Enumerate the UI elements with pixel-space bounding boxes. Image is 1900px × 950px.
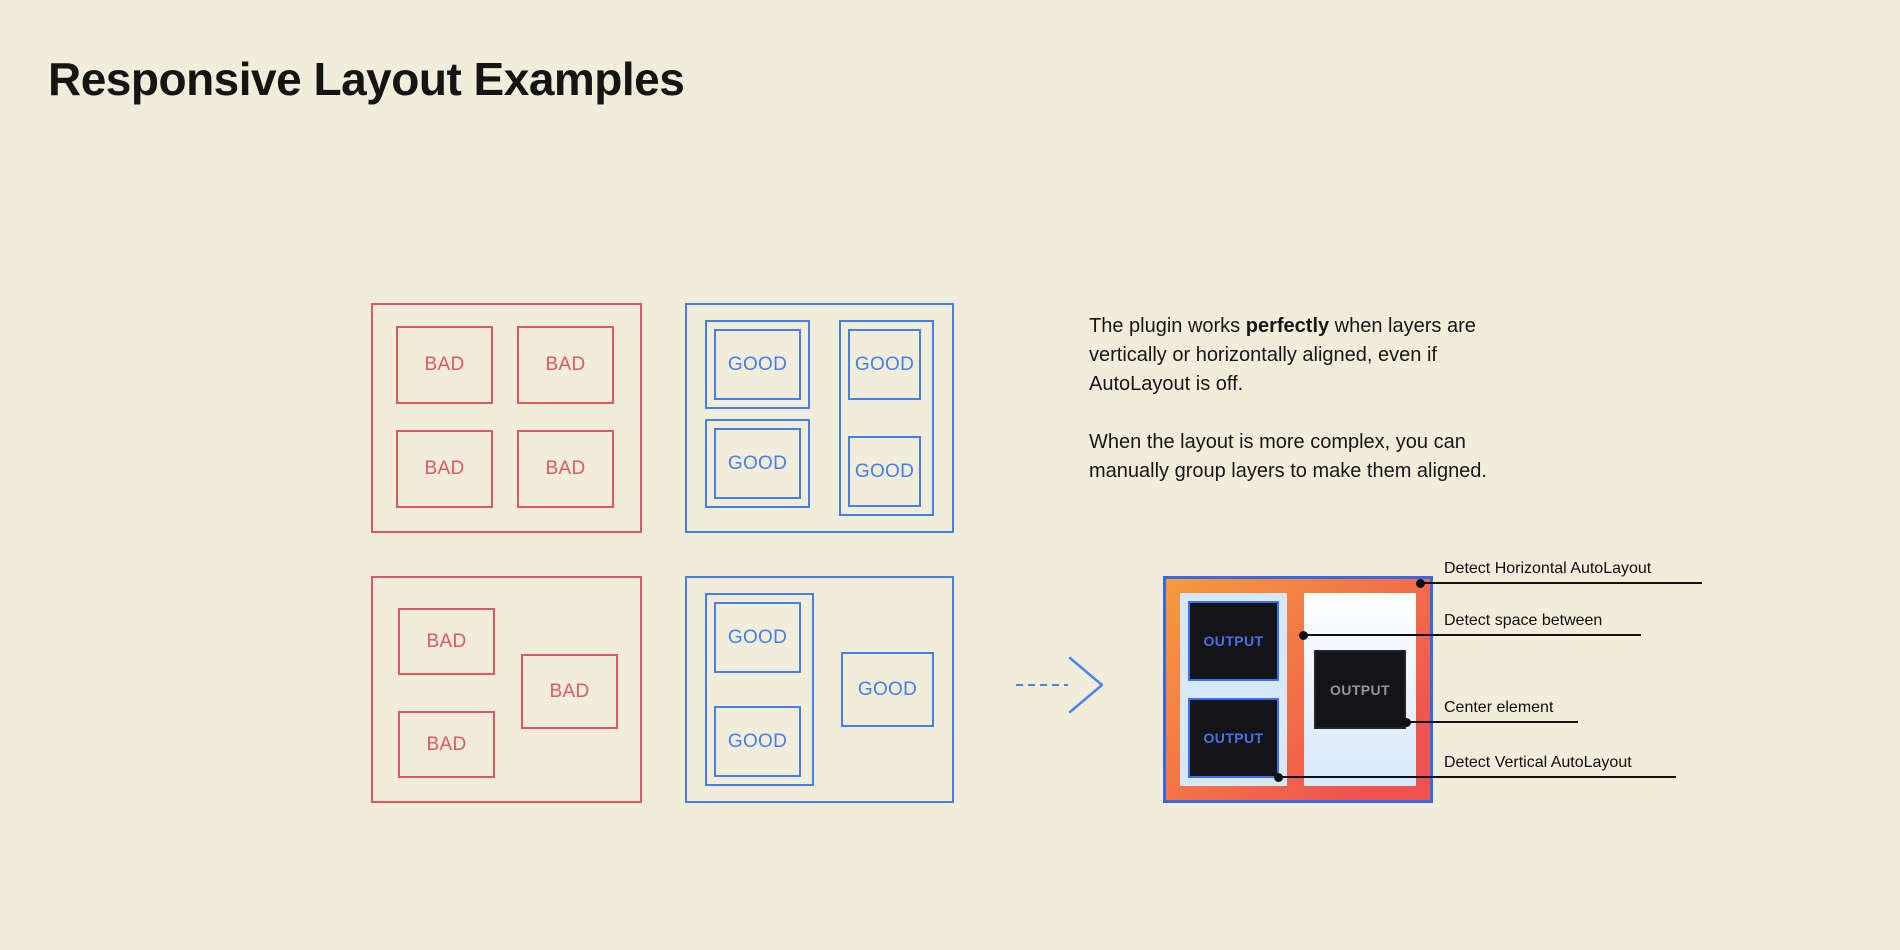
output-box: OUTPUT <box>1188 601 1279 681</box>
good-group: GOOD <box>705 320 810 409</box>
good-box: GOOD <box>714 329 801 400</box>
paragraph-1-bold: perfectly <box>1245 315 1330 337</box>
annotation-dot <box>1274 773 1283 782</box>
output-preview-frame: OUTPUT OUTPUT OUTPUT <box>1163 576 1433 803</box>
page-title: Responsive Layout Examples <box>48 53 685 105</box>
output-left-panel: OUTPUT OUTPUT <box>1180 593 1287 786</box>
bad-box: BAD <box>517 430 614 508</box>
paragraph-2: When the layout is more complex, you can… <box>1089 431 1487 482</box>
annotation-label-horizontal-autolayout: Detect Horizontal AutoLayout <box>1444 560 1652 577</box>
good-box: GOOD <box>848 329 921 400</box>
good-group-tall: GOOD GOOD <box>705 593 814 786</box>
good-aligned-frame: GOOD GOOD GOOD GOOD <box>685 303 954 533</box>
output-box: OUTPUT <box>1188 698 1279 778</box>
good-group-tall: GOOD GOOD <box>839 320 934 516</box>
bad-box: BAD <box>517 326 614 404</box>
good-box: GOOD <box>848 436 921 507</box>
good-box: GOOD <box>714 428 801 499</box>
bad-box: BAD <box>521 654 618 729</box>
bad-box: BAD <box>396 326 493 404</box>
annotation-line-vertical-autolayout <box>1274 773 1676 782</box>
good-box: GOOD <box>714 602 801 673</box>
annotation-label-vertical-autolayout: Detect Vertical AutoLayout <box>1444 754 1632 771</box>
bad-box: BAD <box>396 430 493 508</box>
output-right-panel: OUTPUT <box>1304 593 1416 786</box>
annotation-line-horizontal-autolayout <box>1416 579 1702 588</box>
description: The plugin works perfectly when layers a… <box>1089 312 1521 486</box>
paragraph-1-text: when layers are vertically or horizontal… <box>1089 315 1476 395</box>
good-box: GOOD <box>714 706 801 777</box>
bad-aligned-frame: BAD BAD BAD BAD <box>371 303 642 533</box>
bad-box: BAD <box>398 711 495 778</box>
output-box: OUTPUT <box>1314 650 1406 729</box>
annotation-label-center-element: Center element <box>1444 699 1554 716</box>
annotation-dot <box>1299 631 1308 640</box>
annotation-dot <box>1402 718 1411 727</box>
good-complex-frame: GOOD GOOD GOOD <box>685 576 954 803</box>
annotation-dot <box>1416 579 1425 588</box>
good-box: GOOD <box>841 652 934 727</box>
paragraph-1-text: The plugin works <box>1089 315 1246 337</box>
annotation-label-space-between: Detect space between <box>1444 612 1603 629</box>
good-group: GOOD <box>705 419 810 508</box>
annotation-line-center-element <box>1402 718 1578 727</box>
arrow-right-icon <box>1016 656 1104 714</box>
bad-box: BAD <box>398 608 495 675</box>
paragraph-1: The plugin works perfectly when layers a… <box>1089 312 1521 399</box>
annotation-line-space-between <box>1299 631 1641 640</box>
bad-complex-frame: BAD BAD BAD <box>371 576 642 803</box>
good-group-column: GOOD GOOD <box>705 320 810 516</box>
